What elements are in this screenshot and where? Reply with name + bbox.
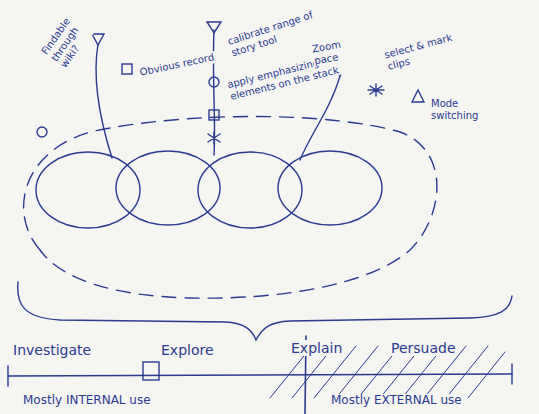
triangle-symbol: [412, 90, 424, 102]
timeline-marker: [143, 362, 159, 380]
usage-label: Mostly INTERNAL use: [22, 394, 152, 408]
stage-ellipse: [116, 151, 220, 225]
square-symbol: [122, 64, 132, 74]
dashed-outline: [24, 116, 437, 298]
note-text: Obvious record: [138, 49, 226, 79]
note-text: select & mark clips: [382, 31, 459, 72]
usage-label: Mostly EXTERNAL use: [330, 394, 463, 408]
brace: [18, 282, 512, 340]
asterisk-symbol: [368, 84, 384, 96]
stage-ellipse: [278, 151, 382, 225]
stage-ellipse: [198, 152, 302, 228]
phase-label: Persuade: [390, 340, 457, 356]
stage-ellipse: [36, 152, 140, 228]
leader-curve: [300, 76, 340, 160]
phase-label: Investigate: [12, 342, 92, 358]
phase-label: Explain: [290, 340, 343, 356]
timeline-tick: [8, 364, 512, 386]
circle-symbol: [209, 77, 219, 87]
square-symbol: [209, 110, 219, 120]
triangle-symbol: [207, 22, 221, 33]
note-text: Findable through wiki?: [39, 2, 102, 71]
leader-curve: [96, 44, 112, 158]
timeline-axis: [8, 374, 512, 376]
circle-symbol: [37, 127, 47, 137]
note-text: Mode switching: [430, 98, 496, 121]
phase-label: Explore: [160, 342, 215, 358]
triangle-symbol: [92, 34, 104, 45]
asterisk-symbol: [208, 132, 220, 144]
